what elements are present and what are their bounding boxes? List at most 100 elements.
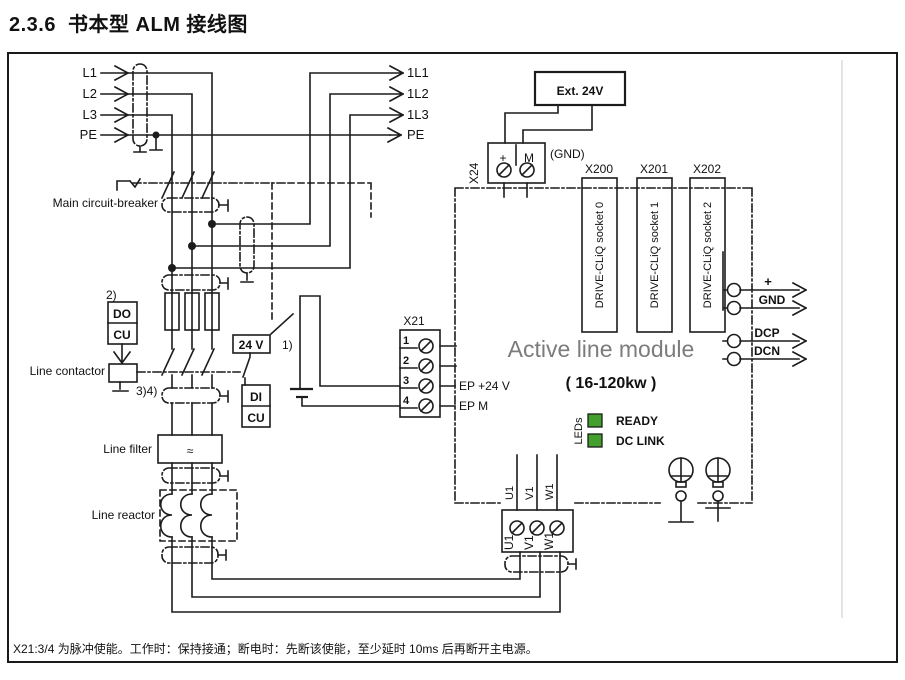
breaker-label: Main circuit-breaker [53,196,158,210]
cu-label: CU [113,328,130,342]
label-1l3: 1L3 [407,107,429,122]
fuse [164,292,180,331]
x202-socket [689,177,726,333]
pe-junction-dot [152,131,160,139]
line-reactor: Line reactor [92,489,238,564]
x24-plus-label: + [499,151,506,165]
terminal-plus-label: + [764,274,772,289]
reactor-coil [199,493,213,538]
label-pe: PE [80,127,98,142]
shield-clamp-filter [219,470,229,482]
x200-socket-label: DRIVE-CLiQ socket 0 [594,202,606,308]
leds-label: LEDs [573,417,585,444]
motor-terminal-block: U1 V1 W1 U1 V1 W1 [501,484,577,573]
wire-l1 [100,64,213,199]
footnote: X21:3/4 为脉冲使能。工作时：保持接通；断电时：先断该使能，至少延时 10… [13,642,538,656]
pe-terminal-icon [668,457,694,523]
enable-switch [269,312,295,336]
ep-enable-circuit: 1) [269,182,401,407]
x21-label: X21 [403,314,425,328]
x201-label: X201 [640,162,668,176]
ep-plus-label: EP +24 V [459,379,510,393]
x21-stubs [439,345,457,407]
label-pe-out: PE [407,127,425,142]
line-filter: ≈ Line filter [103,402,229,495]
reactor-box [159,489,238,542]
contactor-coil-box [108,363,138,383]
w1-inner-label: W1 [542,532,556,550]
v24-box [232,334,271,354]
x24-stubs [503,182,528,198]
wire-v1 [191,536,541,598]
shield-clamp-contactor [219,390,229,403]
di-switch [241,352,251,386]
reactor-coil [179,493,193,538]
wire-pe [100,126,391,144]
contactor-label: Line contactor [30,364,105,378]
x202-label: X202 [693,162,721,176]
di-label: DI [250,390,262,404]
breaker-contacts [160,170,216,200]
section-title: 书本型 ALM 接线图 [67,14,248,36]
note-34: 3)4) [136,384,157,398]
contactor-ground [112,381,129,392]
ep-m-label: EP M [459,399,488,413]
u1-inner-label: U1 [502,534,516,550]
x21-pin1: 1 [403,335,409,347]
ext24-label: Ext. 24V [557,84,604,98]
dc-terminals: + GND DCP DCN [722,251,808,368]
shield-clamp-incoming [133,145,147,153]
module-title: Active line module [508,336,695,362]
contactor-out-wires [171,374,213,389]
wire-w1 [171,536,561,613]
x24-label: X24 [467,162,481,184]
led-dclink-label: DC LINK [616,434,665,448]
terminal-block-box [501,509,574,553]
filter-symbol: ≈ [187,444,194,458]
fuses [161,274,229,331]
ep-m-wire [301,396,401,407]
x21-pin-separators [399,347,418,409]
x21-pin2: 2 [403,355,409,367]
x200-label: X200 [585,162,613,176]
label-1l1: 1L1 [407,65,429,80]
ext24-wires [504,104,593,144]
contactor-contacts [160,347,216,377]
terminal-dcn-label: DCN [754,344,780,358]
main-circuit-breaker: Main circuit-breaker [53,170,372,218]
motor-wires [171,536,561,613]
filter-label: Line filter [103,442,152,456]
note-2: 2) [106,288,117,302]
tap-1l1 [211,64,405,225]
breaker-handle-icon [116,177,142,191]
pe-terminals [668,457,731,523]
di-cu-group: 24 V DI CU [232,334,271,428]
x201-socket [636,177,673,333]
reactor-coil [159,493,173,538]
terminal-block-screws [509,520,565,536]
line-contactor-group: 2) DO CU Line contactor 3)4) [30,288,241,404]
ep-plus-wire [299,295,401,389]
pe-out-arrow [386,126,403,144]
x21-box [399,329,441,418]
x21-screw-terminals [418,338,434,414]
filter-box [157,434,223,464]
wire-u1 [211,536,521,580]
label-l2: L2 [83,86,97,101]
u1-top-label: U1 [504,486,516,500]
label-l1: L1 [83,65,97,80]
arrow-dcp [739,332,808,350]
shield-clamp-reactor [217,549,227,561]
x24-screw-terminals [496,162,535,178]
arrow-gnd [739,299,808,317]
led-dclink-icon [587,433,603,448]
section-number: 2.3.6 [9,14,56,36]
module-motor-stubs [516,454,558,511]
module-border [454,187,753,504]
v24-label: 24 V [239,338,264,352]
label-l3: L3 [83,107,97,122]
do-label: DO [113,307,131,321]
wire-l3 [100,106,173,199]
do-arrow-down-icon [112,343,132,365]
